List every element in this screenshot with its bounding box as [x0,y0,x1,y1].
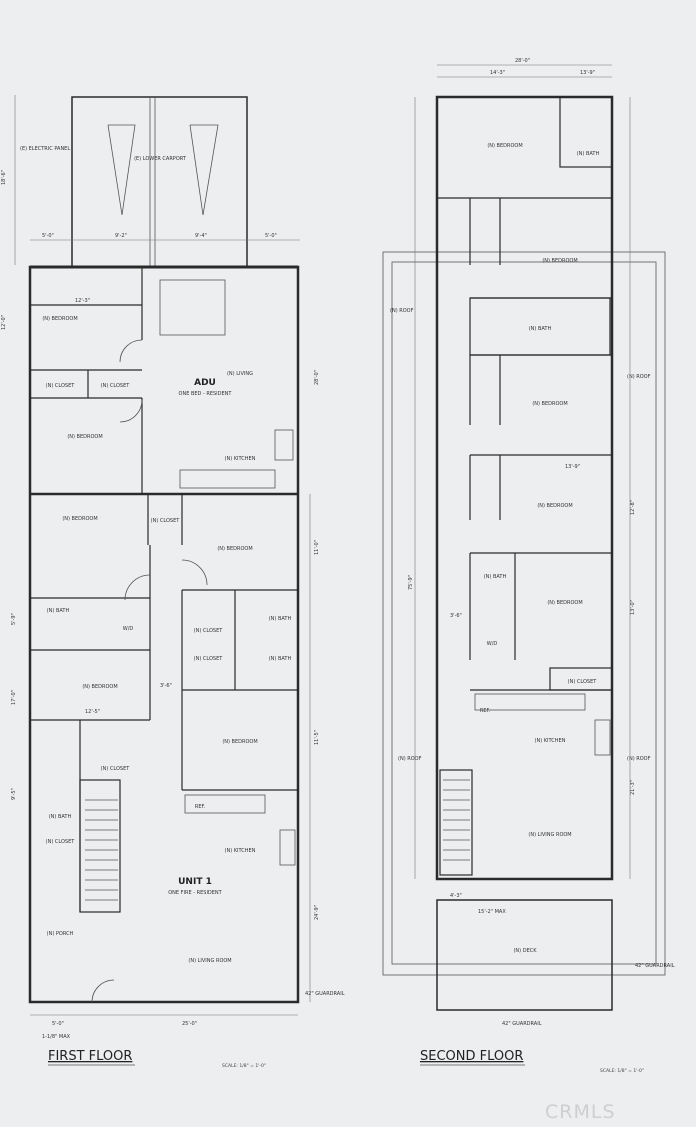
adu-label: ADU [194,378,216,388]
dim-c: 9'-4" [195,233,207,239]
unit1-wd-label: W/D [123,626,134,632]
unit1-bath-4-label: (N) BATH [49,814,72,820]
unit1-bedroom-3-label: (N) BEDROOM [82,684,117,690]
sf-bath-3-label: (N) BATH [484,574,507,580]
sf-bedroom-3-label: (N) BEDROOM [532,401,567,407]
dim-adu-left: 12'-0" [1,315,7,330]
dim-carport-depth: 18'-6" [1,170,7,185]
sf-deck: (N) DECK 42" GUARDRAIL 42" GUARDRAIL 42"… [305,899,675,1027]
adu-bedroom-1-label: (N) BEDROOM [42,316,77,322]
adu-living-label: (N) LIVING [227,371,253,377]
unit1-kitchen-label: (N) KITCHEN [225,848,256,854]
sf-bedroom-2-label: (N) BEDROOM [542,258,577,264]
sf-dim-left: 14'-3" [490,70,505,76]
carport-note: (E) LOWER CARPORT [134,156,187,162]
first-floor-scale: SCALE: 1/8" = 1'-0" [222,1063,266,1069]
dim-unit1-r3: 24'-9" [314,905,320,920]
first-floor-title: FIRST FLOOR [48,1049,132,1064]
sf-dim-hall: 3'-6" [450,613,462,619]
sf-dim-width: 28'-0" [515,58,530,64]
sf-dim-r1: 12'-8" [630,500,636,515]
sf-dim-depth: 75'-9" [408,575,414,590]
dim-bottom-left: 5'-0" [52,1021,64,1027]
second-floor-plan: (N) ROOF (N) ROOF (N) ROOF (N) ROOF [305,58,675,1074]
adu-bedroom-2-label: (N) BEDROOM [67,434,102,440]
unit1-bedroom-1-label: (N) BEDROOM [62,516,97,522]
dim-unit1-hall: 3'-6" [160,683,172,689]
guardrail-2: 42" GUARDRAIL [502,1021,542,1027]
unit1-closet-1-label: (N) CLOSET [151,518,181,524]
guardrail-3: 42" GUARDRAIL [635,963,675,969]
sf-bath-2-label: (N) BATH [529,326,552,332]
unit1-closet-4-label: (N) CLOSET [101,766,131,772]
sf-bedroom-4-label: (N) BEDROOM [537,503,572,509]
sf-living-room-label: (N) LIVING ROOM [528,832,571,838]
dim-d: 5'-0" [265,233,277,239]
dim-unit1-bed3: 12'-5" [85,709,100,715]
unit-1-label: UNIT 1 [178,877,212,887]
second-floor-title: SECOND FLOOR [420,1049,523,1064]
dim-unit1-r1: 11'-0" [314,540,320,555]
sf-dim-r3: 21'-3" [630,780,636,795]
sf-roof-label-1: (N) ROOF [390,308,414,314]
unit-1: (N) BEDROOM (N) CLOSET (N) BEDROOM (N) B… [11,494,320,1003]
adu-kitchen-label: (N) KITCHEN [225,456,256,462]
unit1-bedroom-2-label: (N) BEDROOM [217,546,252,552]
dim-adu-right: 28'-0" [314,370,320,385]
dim-unit1-r2: 11'-5" [314,730,320,745]
sf-roof-label-2: (N) ROOF [627,374,651,380]
sf-ref-label: REF. [480,708,491,714]
adu-note: ONE BED - RESIDENT [179,391,233,397]
sf-dim-deck-a: 4'-3" [450,893,462,899]
sf-dim-r2: 13'-0" [630,600,636,615]
dim-b: 9'-2" [115,233,127,239]
guardrail-1: 42" GUARDRAIL [305,991,345,997]
unit1-ref-label: REF. [195,804,206,810]
sf-dim-right: 13'-9" [580,70,595,76]
unit1-closet-3-label: (N) CLOSET [194,656,224,662]
dim-bottom-max: 1-1/8" MAX [42,1034,71,1040]
dim-unit1-l3: 5'-9" [11,613,17,625]
sf-closet-label: (N) CLOSET [568,679,598,685]
sf-deck-label: (N) DECK [513,948,537,954]
sf-bedroom-5-label: (N) BEDROOM [547,600,582,606]
dim-unit1-l2: 9'-5" [11,788,17,800]
unit1-bedroom-4-label: (N) BEDROOM [222,739,257,745]
unit1-bath-1-label: (N) BATH [47,608,70,614]
adu-closet-2-label: (N) CLOSET [101,383,131,389]
dim-adu-bed: 12'-3" [75,298,90,304]
dim-unit1-l1: 17'-0" [11,690,17,705]
unit1-porch-label: (N) PORCH [47,931,74,937]
sf-roof-label-4: (N) ROOF [627,756,651,762]
sf-dim-deck-max: 15'-2" MAX [478,909,506,915]
sf-dim-bed4: 13'-9" [565,464,580,470]
sf-kitchen-label: (N) KITCHEN [535,738,566,744]
unit-1-stairs [85,799,118,901]
sf-bath-1-label: (N) BATH [577,151,600,157]
dim-a: 5'-0" [42,233,54,239]
electrical-note: (E) ELECTRIC PANEL [20,146,70,152]
sf-roof-label-3: (N) ROOF [398,756,422,762]
unit-1-note: ONE FIRE - RESIDENT [168,890,222,896]
sf-stairs [439,769,473,876]
adu-unit: (N) BEDROOM (N) CLOSET (N) CLOSET (N) BE… [1,267,320,494]
unit1-living-room-label: (N) LIVING ROOM [188,958,231,964]
second-floor-scale: SCALE: 1/8" = 1'-0" [600,1068,644,1074]
dim-bottom-width: 25'-0" [182,1021,197,1027]
unit1-closet-5-label: (N) CLOSET [46,839,76,845]
unit1-bath-3-label: (N) BATH [269,656,292,662]
watermark: CRMLS [545,1101,616,1123]
adu-closet-1-label: (N) CLOSET [46,383,76,389]
sf-bedroom-1-label: (N) BEDROOM [487,143,522,149]
unit1-bath-2-label: (N) BATH [269,616,292,622]
first-floor-plan: (E) LOWER CARPORT 18'-6" (E) ELECTRIC PA… [1,95,320,1069]
unit1-closet-2-label: (N) CLOSET [194,628,224,634]
sf-wd-label: W/D [487,641,498,647]
